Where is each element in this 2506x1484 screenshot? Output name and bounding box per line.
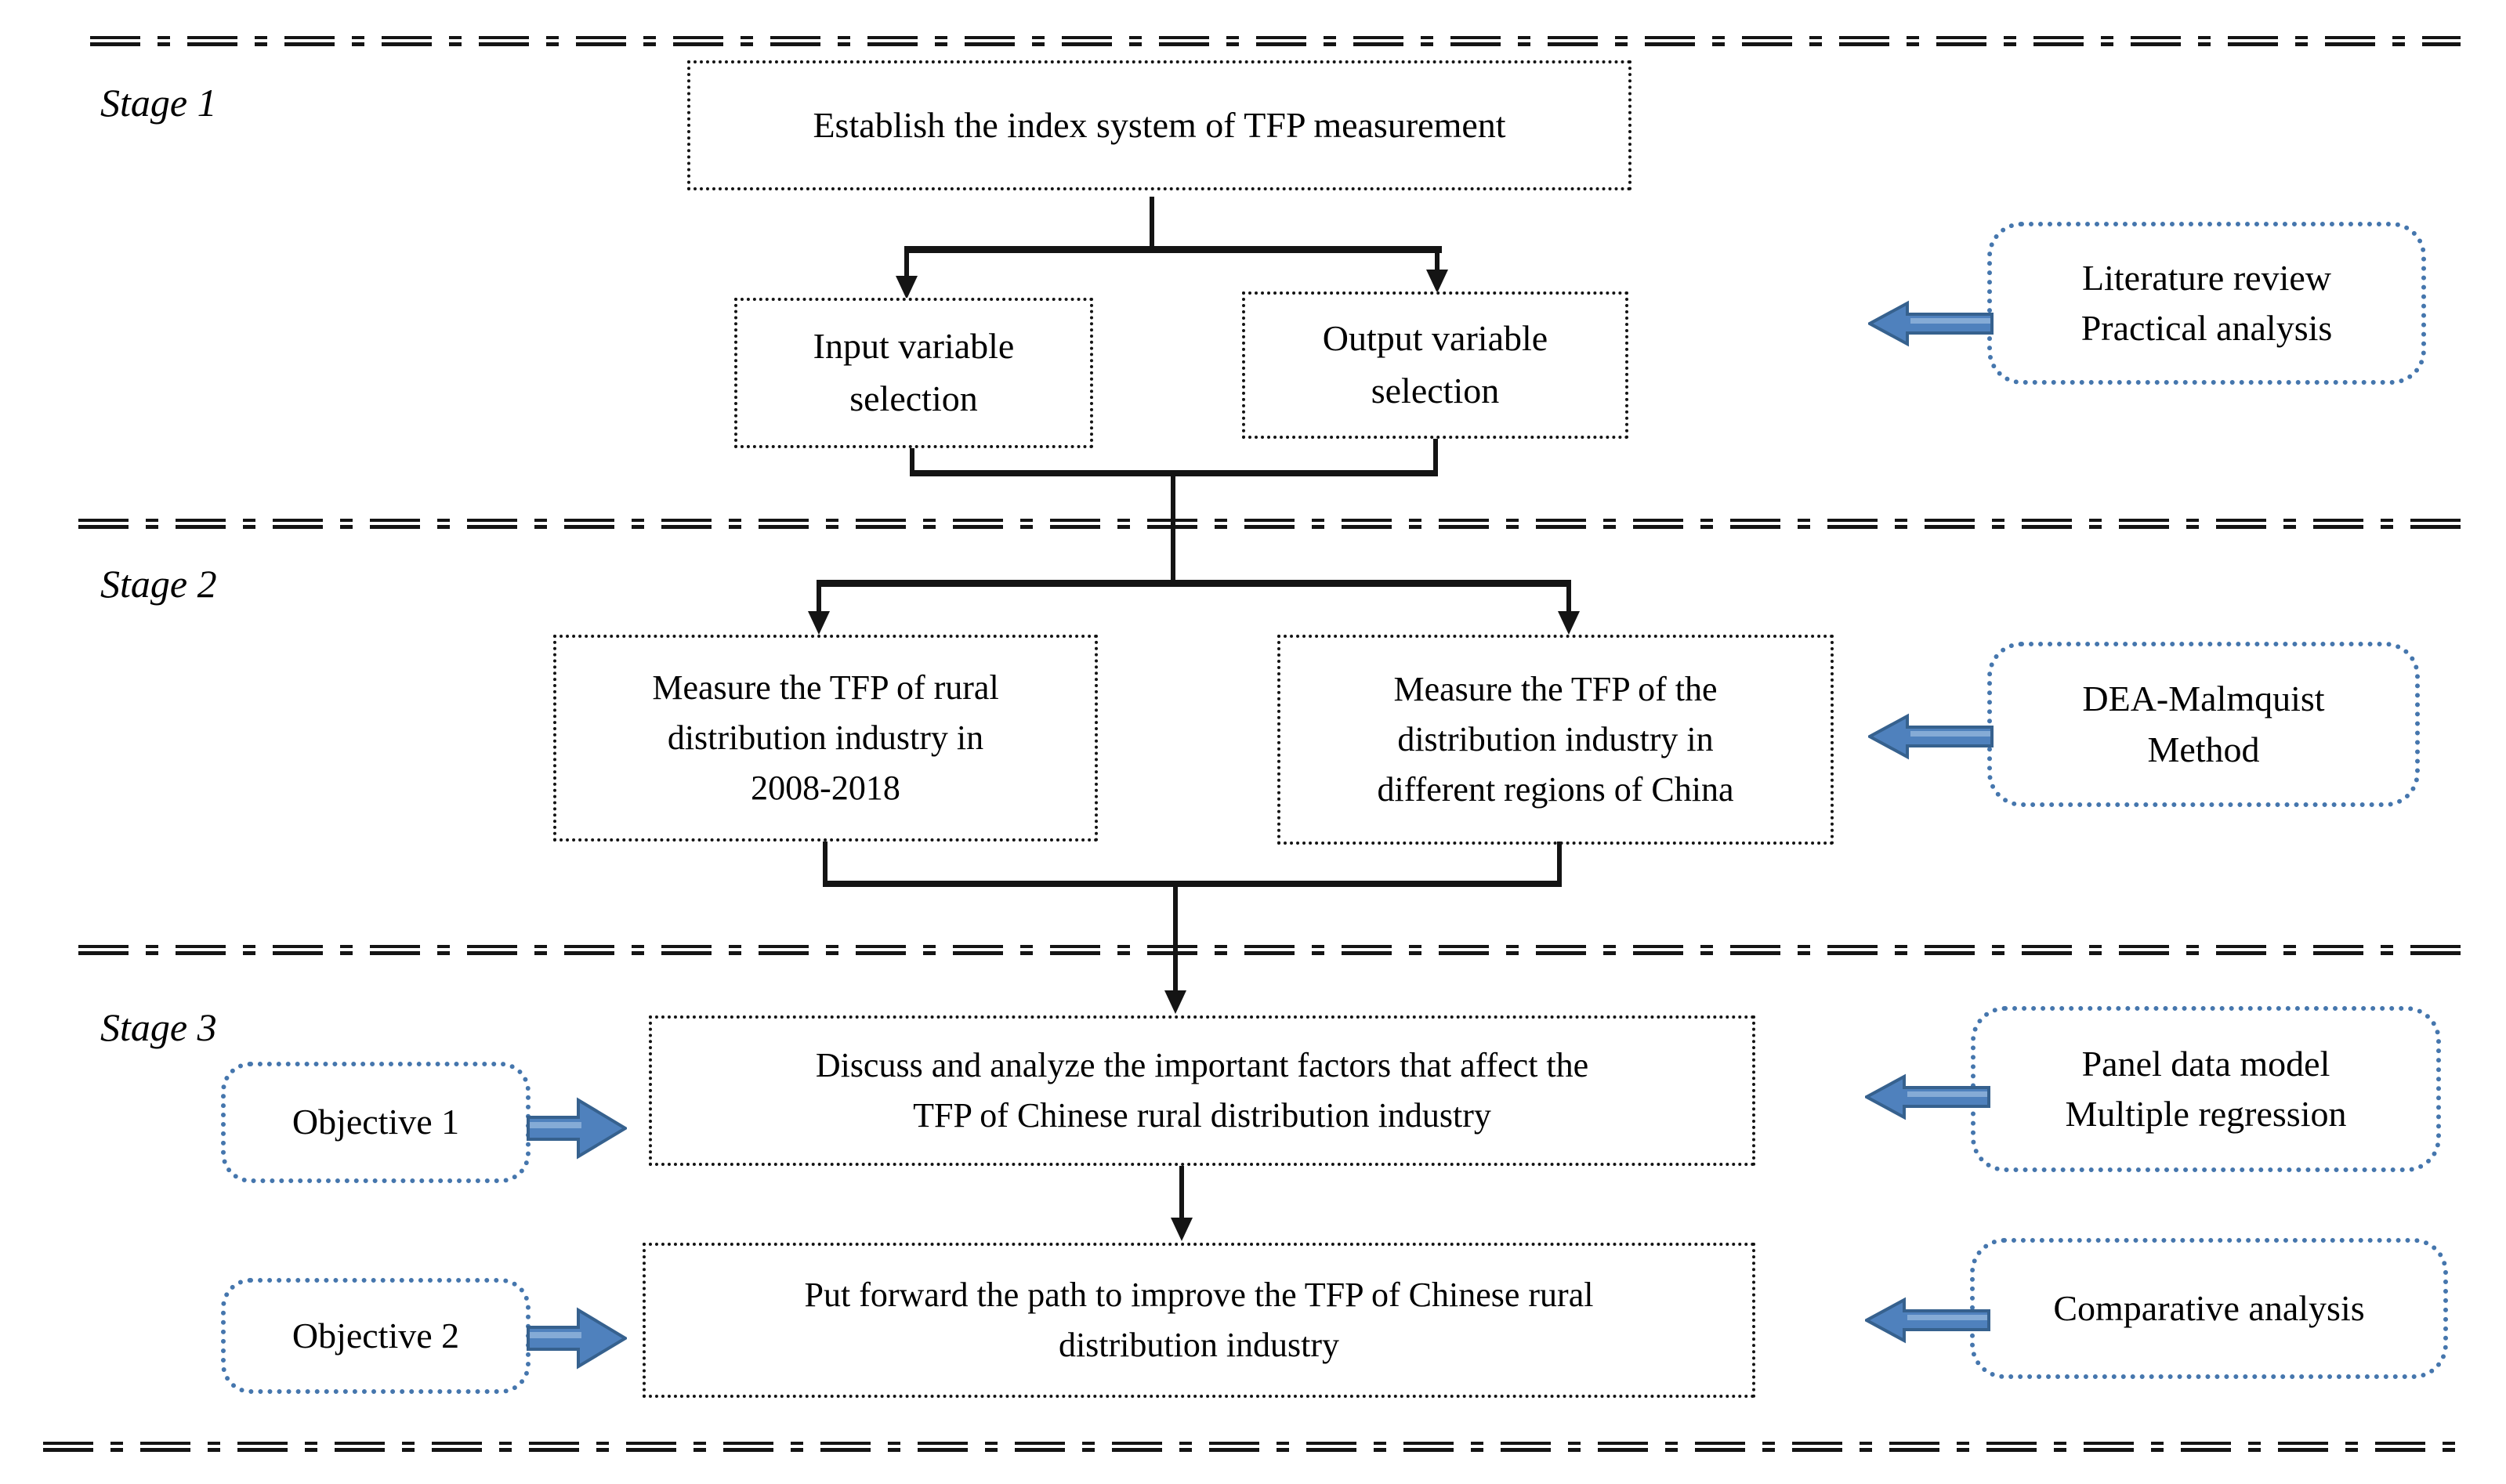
- connector-line: [1557, 842, 1562, 885]
- connector-line: [1179, 1166, 1184, 1221]
- objective1-right-arrow-icon: [527, 1097, 627, 1160]
- objective1-box: Objective 1: [221, 1062, 531, 1183]
- stage3-discuss-box: Discuss and analyze the important factor…: [649, 1015, 1755, 1166]
- divider-top: [90, 36, 2461, 46]
- objective2-box: Objective 2: [221, 1278, 531, 1394]
- dea-left-arrow-icon: [1868, 713, 1994, 760]
- connector-line: [1566, 580, 1571, 613]
- comparative-method-box: Comparative analysis: [1970, 1238, 2448, 1379]
- literature-method-box: Literature review Practical analysis: [1987, 222, 2426, 385]
- stage3-label: Stage 3: [100, 1005, 217, 1049]
- connector-line: [910, 448, 914, 476]
- divider-bottom: [43, 1442, 2461, 1452]
- connector-line: [823, 881, 1562, 887]
- connector-line: [905, 246, 1442, 253]
- literature-left-arrow-icon: [1868, 300, 1994, 347]
- stage2-left-box: Measure the TFP of rural distribution in…: [553, 635, 1098, 842]
- stage1-main-box: Establish the index system of TFP measur…: [687, 60, 1631, 190]
- arrowhead-down-icon: [1426, 270, 1448, 293]
- stage2-label: Stage 2: [100, 562, 217, 606]
- connector-line: [1433, 439, 1438, 476]
- arrowhead-down-icon: [808, 611, 830, 635]
- connector-line: [904, 246, 909, 277]
- objective2-right-arrow-icon: [527, 1307, 627, 1370]
- connector-line: [1171, 470, 1175, 586]
- stage1-output-box: Output variable selection: [1242, 291, 1628, 439]
- divider-stage2-3: [78, 945, 2461, 955]
- arrowhead-down-icon: [1558, 611, 1580, 635]
- stage2-right-box: Measure the TFP of the distribution indu…: [1277, 635, 1834, 845]
- arrowhead-down-icon: [1171, 1218, 1193, 1241]
- arrowhead-down-icon: [896, 276, 918, 299]
- arrowhead-down-icon: [1164, 990, 1186, 1014]
- connector-line: [1150, 197, 1154, 251]
- connector-line: [1173, 881, 1178, 992]
- comparative-left-arrow-icon: [1865, 1297, 1990, 1344]
- stage3-path-box: Put forward the path to improve the TFP …: [643, 1243, 1755, 1398]
- dea-method-box: DEA-Malmquist Method: [1987, 642, 2420, 807]
- connector-line: [1435, 246, 1440, 271]
- divider-stage1-2: [78, 519, 2461, 529]
- stage1-input-box: Input variable selection: [734, 298, 1093, 448]
- panel-method-box: Panel data model Multiple regression: [1971, 1006, 2441, 1172]
- stage1-label: Stage 1: [100, 81, 217, 125]
- connector-line: [823, 842, 827, 885]
- connector-line: [819, 580, 1571, 587]
- connector-line: [817, 580, 821, 613]
- panel-left-arrow-icon: [1865, 1073, 1990, 1120]
